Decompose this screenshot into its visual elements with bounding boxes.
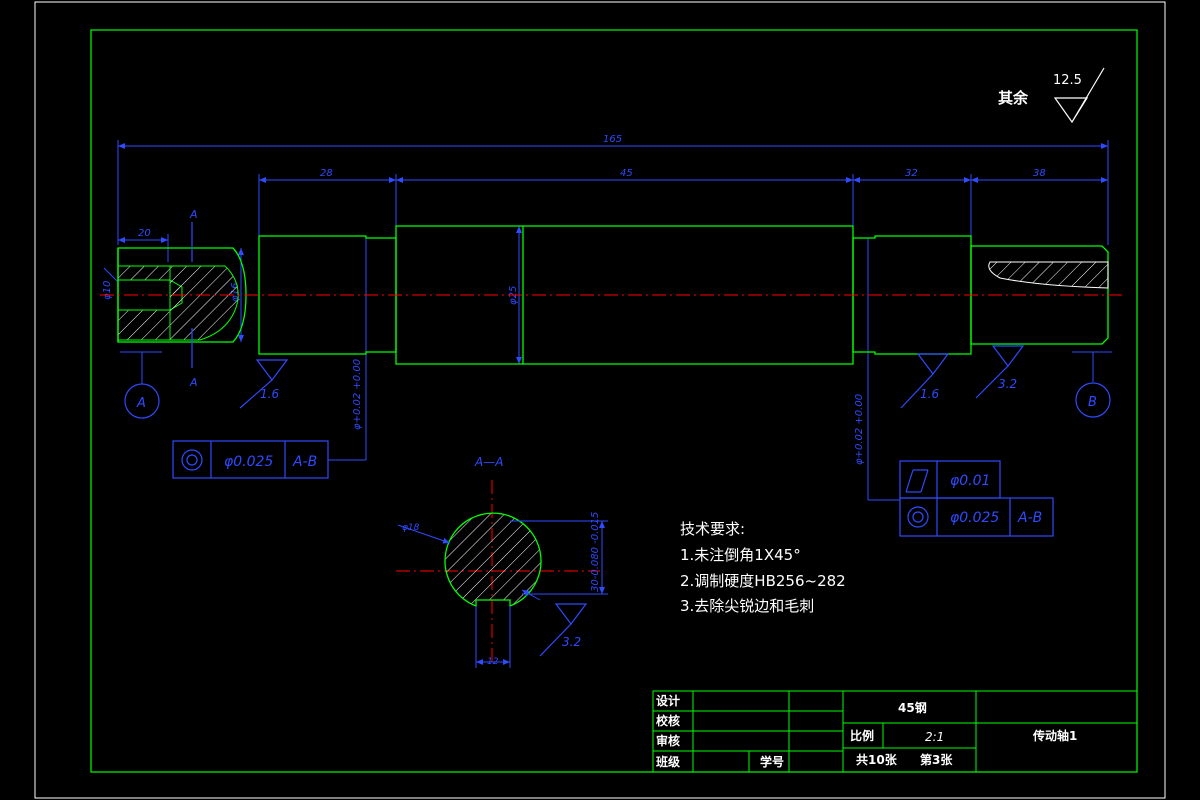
tb-sheet-no: 第3张 (920, 752, 953, 767)
dim-left-end: 20 (138, 228, 151, 239)
finish-right-end: 3.2 (998, 377, 1017, 391)
drawing-frame (90, 29, 1138, 773)
datum-a: A (120, 351, 162, 419)
roughness-value: 12.5 (1053, 73, 1082, 88)
dim-tol-left: φ+0.02 +0.00 (352, 359, 363, 430)
dim-right-step1: 32 (905, 168, 918, 179)
sheet-border (34, 1, 1166, 799)
dim-middle: 45 (620, 168, 633, 179)
tb-student-id: 学号 (760, 754, 784, 769)
section-phi: φ18 (402, 523, 420, 533)
tol-right-bottom-value: φ0.025 (950, 510, 999, 526)
datum-b: B (1072, 351, 1112, 418)
datum-a-label: A (136, 396, 146, 411)
tb-total-sheets: 共10张 (856, 752, 898, 767)
section-width: 12 (487, 657, 499, 667)
notes-item-1: 1.未注倒角1X45° (680, 546, 801, 564)
tol-left-value: φ0.025 (224, 454, 273, 470)
section-view: 12 φ18 30-0.080 -0.015 (397, 512, 608, 668)
notes-title: 技术要求: (680, 520, 745, 538)
notes-item-2: 2.调制硬度HB256~282 (680, 572, 846, 590)
cut-label-bottom: A (189, 376, 198, 389)
technical-notes: 技术要求: 1.未注倒角1X45° 2.调制硬度HB256~282 3.去除尖锐… (680, 520, 846, 615)
tb-material: 45钢 (898, 700, 927, 715)
title-block (652, 690, 1138, 773)
roughness-label: 其余 (998, 89, 1029, 107)
section-depth: 30-0.080 -0.015 (590, 512, 601, 592)
tb-part-name: 传动轴1 (1032, 728, 1077, 743)
finish-left: 1.6 (260, 387, 279, 401)
tol-right-top-value: φ0.01 (950, 473, 990, 489)
dim-tol-right: φ+0.02 +0.00 (854, 394, 865, 465)
dim-overall: 165 (603, 134, 622, 145)
hatched-sections (117, 261, 1109, 341)
dimension-texts: 165 28 45 32 38 20 φ10 φ16 φ25 φ+0.02 +0… (102, 134, 1046, 465)
tb-review: 审核 (656, 733, 680, 748)
tb-design: 设计 (656, 693, 680, 708)
tb-scale-value: 2:1 (925, 730, 944, 744)
tb-check: 校核 (656, 713, 680, 728)
surface-finish-values: 1.6 1.6 3.2 3.2 (260, 377, 1017, 649)
tb-scale-label: 比例 (850, 728, 874, 743)
dim-left-step: 28 (320, 168, 333, 179)
tolerance-frame-right (899, 460, 1054, 537)
tol-left-datum: A-B (292, 454, 317, 470)
dimension-lines (103, 140, 1109, 501)
roughness-symbol: 其余 12.5 (998, 67, 1105, 124)
datum-b-label: B (1088, 395, 1097, 410)
tb-class: 班级 (656, 754, 680, 769)
finish-right-mid: 1.6 (920, 387, 939, 401)
surface-finish-symbols (239, 345, 1025, 657)
dim-right-step2: 38 (1033, 168, 1046, 179)
notes-item-3: 3.去除尖锐边和毛刺 (680, 597, 814, 615)
finish-section: 3.2 (562, 635, 581, 649)
dim-end-dia: φ10 (102, 281, 113, 300)
tol-right-bottom-datum: A-B (1017, 510, 1042, 526)
section-title: A—A (474, 455, 503, 469)
tolerance-frame-left (172, 440, 329, 479)
cut-label-top: A (189, 208, 198, 221)
title-block-text: 设计 校核 审核 班级 学号 45钢 比例 2:1 传动轴1 共10张 第3张 (656, 693, 1077, 769)
